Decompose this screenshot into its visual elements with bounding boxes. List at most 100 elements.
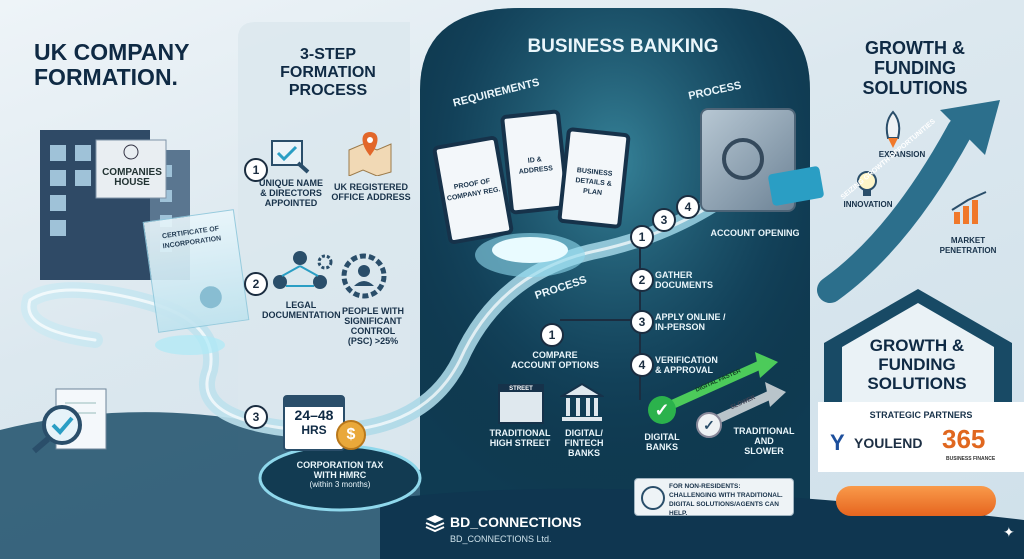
cta-button[interactable]	[836, 486, 996, 516]
growth-house-shape	[824, 289, 1012, 407]
box-title-line1: GROWTH &	[869, 336, 965, 355]
step-2-label: LEGAL DOCUMENTATION	[262, 300, 341, 320]
note-line1: FOR NON-RESIDENTS:	[669, 483, 741, 490]
process-step-2-line2: DOCUMENTS	[655, 280, 713, 290]
top-step-3: 3	[652, 208, 676, 232]
green-check-icon: ✓	[648, 396, 676, 424]
person-gear-icon	[341, 253, 387, 299]
youlend-name: YOULEND	[854, 435, 923, 451]
step-1-line3: APPOINTED	[264, 198, 318, 208]
process-step-4-line1: VERIFICATION	[655, 355, 718, 365]
calendar-icon: 24–48 HRS	[283, 395, 345, 451]
step-3-badge: 3	[244, 405, 268, 429]
step-2b-line4: (PSC) >25%	[347, 336, 399, 346]
step-1b-label: UK REGISTERED OFFICE ADDRESS	[330, 182, 412, 202]
market-line2: PENETRATION	[939, 246, 997, 255]
section1-title: UK COMPANY FORMATION.	[34, 40, 189, 90]
lightbulb-icon	[857, 171, 877, 196]
certificate: CERTIFICATE OF INCORPORATION	[142, 209, 250, 333]
section3-title: BUSINESS BANKING	[527, 36, 719, 57]
partners-label: STRATEGIC PARTNERS	[869, 410, 973, 420]
step-1b-line1: UK REGISTERED	[333, 182, 408, 192]
process-step-2: 2	[630, 268, 654, 292]
section4-title-line2: FUNDING	[874, 58, 956, 78]
process-step-4-label: VERIFICATION & APPROVAL	[655, 355, 718, 375]
bank1-line2: HIGH STREET	[489, 438, 551, 448]
section2-title-line3: PROCESS	[288, 82, 368, 99]
doc-business-plan: BUSINESS DETAILS & PLAN	[557, 126, 631, 230]
step-2b-line1: PEOPLE WITH	[341, 306, 404, 316]
building-label-line2: HOUSE	[114, 177, 150, 188]
process-step-3-line2: IN-PERSON	[655, 322, 706, 332]
note-line3: DIGITAL SOLUTIONS/AGENTS CAN HELP.	[669, 501, 779, 517]
document-check-icon	[32, 388, 107, 454]
bar-growth-icon	[951, 191, 987, 224]
building-label: COMPANIES HOUSE	[92, 168, 172, 188]
people-network-icon	[273, 251, 327, 289]
calendar-text-line2: HRS	[301, 423, 327, 437]
section4-title-line1: GROWTH &	[865, 38, 965, 58]
partner-365-logo: 365	[942, 424, 986, 454]
step-1-line2: & DIRECTORS	[260, 188, 322, 198]
globe-icon	[641, 486, 665, 510]
compare-step-1: 1	[540, 323, 564, 347]
bank2-line2: FINTECH	[564, 438, 604, 448]
step-2b-label: PEOPLE WITH SIGNIFICANT CONTROL (PSC) >2…	[333, 306, 413, 346]
fintech-bank-icon	[560, 382, 604, 421]
step-1-badge: 1	[244, 158, 268, 182]
top-step-1: 1	[630, 225, 654, 249]
section2-title: 3-STEP FORMATION PROCESS	[258, 46, 398, 100]
bank1-label: TRADITIONAL HIGH STREET	[480, 428, 560, 448]
box-title-line2: FUNDING	[878, 355, 956, 374]
bank2-line1: DIGITAL/	[565, 428, 603, 438]
market-label: MARKET PENETRATION	[928, 236, 1008, 256]
expansion-label: EXPANSION	[878, 150, 926, 159]
step-2-line1: LEGAL	[285, 300, 317, 310]
grey-check-icon: ✓	[696, 412, 722, 438]
rocket-icon	[885, 110, 901, 148]
section2-title-line1: 3-STEP	[299, 46, 356, 63]
brand-stack-icon	[425, 515, 445, 533]
tax-line3: (within 3 months)	[309, 480, 371, 489]
youlend-logo-icon: Y	[830, 430, 845, 455]
digital-line2: BANKS	[645, 442, 678, 452]
sparkle-icon: ✦	[1003, 524, 1015, 540]
footer-brand-sub: BD_CONNECTIONS Ltd.	[450, 534, 552, 544]
traditional-line1: TRADITIONAL	[733, 426, 795, 436]
non-resident-note: FOR NON-RESIDENTS: CHALLENGING WITH TRAD…	[634, 478, 794, 517]
gear-icon	[317, 254, 333, 270]
step-2-line2: DOCUMENTATION	[262, 310, 341, 320]
street-sign: STREET	[500, 386, 542, 392]
bank2-label: DIGITAL/ FINTECH BANKS	[556, 428, 612, 458]
process-step-4-line2: & APPROVAL	[655, 365, 714, 375]
top-step-4: 4	[676, 195, 700, 219]
tax-line2: WITH HMRC	[313, 470, 367, 480]
partners-panel: STRATEGIC PARTNERS Y YOULEND 365 BUSINES…	[818, 402, 1024, 472]
compare-label: COMPARE ACCOUNT OPTIONS	[500, 350, 610, 370]
partner-365-sub: BUSINESS FINANCE	[946, 456, 996, 462]
step-2-badge: 2	[244, 272, 268, 296]
process-step-3: 3	[630, 310, 654, 334]
note-line2: CHALLENGING WITH TRADITIONAL.	[669, 492, 783, 499]
process-step-2-label: GATHER DOCUMENTS	[655, 270, 713, 290]
innovation-label: INNOVATION	[843, 200, 893, 209]
building-label-line1: COMPANIES	[102, 167, 162, 178]
tax-line1: CORPORATION TAX	[296, 460, 384, 470]
market-line1: MARKET	[950, 236, 986, 245]
box-title: GROWTH & FUNDING SOLUTIONS	[842, 336, 992, 393]
bank2-line3: BANKS	[567, 448, 600, 458]
digital-line1: DIGITAL	[644, 432, 680, 442]
bank1-line1: TRADITIONAL	[489, 428, 551, 438]
section4-title: GROWTH & FUNDING SOLUTIONS	[840, 38, 990, 98]
compare-line1: COMPARE	[532, 350, 578, 360]
footer-brand: BD_CONNECTIONS	[450, 514, 582, 530]
step-2b-line3: CONTROL	[350, 326, 396, 336]
certificate-seal-icon	[198, 284, 224, 310]
box-title-line3: SOLUTIONS	[867, 374, 967, 393]
map-pin-icon	[348, 132, 392, 176]
high-street-bank-icon: STREET	[498, 384, 544, 424]
account-opening-label: ACCOUNT OPENING	[710, 228, 800, 238]
process-step-2-line1: GATHER	[655, 270, 693, 280]
process-step-4: 4	[630, 353, 654, 377]
traditional-line2: AND	[754, 436, 774, 446]
